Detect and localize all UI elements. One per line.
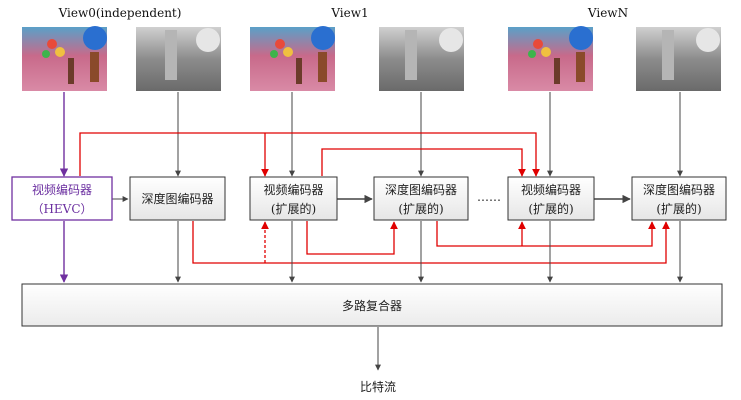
depth-encoder-ext-viewN-box: 深度图编码器 (扩展的): [631, 176, 727, 221]
texture-image-view0: [22, 26, 107, 91]
depth-encoder-base-label: 深度图编码器: [141, 191, 213, 206]
video-encoder-hevc-box: 视频编码器 （HEVC）: [11, 176, 113, 221]
texture-image-view1: [250, 26, 335, 91]
header-view0: View0(independent): [58, 6, 182, 20]
dependency-lines-bottom: [192, 221, 670, 264]
texture-image-viewN: [508, 26, 593, 91]
header-view1: View1: [330, 6, 368, 20]
depth-encoder-ext-viewN-sublabel: (扩展的): [656, 201, 701, 216]
video-encoder-ext-viewN-box: 视频编码器 (扩展的): [507, 176, 595, 221]
multiplexer-box: 多路复合器: [21, 283, 723, 327]
depth-image-view1: [379, 27, 464, 91]
depth-encoder-ext-view1-box: 深度图编码器 (扩展的): [373, 176, 469, 221]
header-viewN: ViewN: [587, 6, 628, 20]
multiplexer-label: 多路复合器: [342, 298, 402, 313]
depth-image-view0: [136, 27, 221, 91]
video-encoder-ext-view1-label: 视频编码器: [263, 182, 323, 197]
depth-encoder-base-box: 深度图编码器: [129, 176, 226, 221]
depth-encoder-ext-view1-sublabel: (扩展的): [398, 201, 443, 216]
depth-encoder-ext-view1-label: 深度图编码器: [385, 182, 457, 197]
depth-encoder-ext-viewN-label: 深度图编码器: [643, 182, 715, 197]
video-encoder-ext-viewN-label: 视频编码器: [521, 182, 581, 197]
ellipsis: ……: [477, 190, 501, 204]
depth-image-viewN: [636, 27, 721, 91]
dependency-lines-top: [79, 132, 540, 177]
bitstream-label: 比特流: [360, 379, 396, 394]
video-encoder-ext-viewN-sublabel: (扩展的): [528, 201, 573, 216]
video-encoder-ext-view1-sublabel: (扩展的): [271, 201, 316, 216]
video-encoder-hevc-sublabel: （HEVC）: [31, 202, 92, 216]
video-encoder-hevc-label: 视频编码器: [32, 182, 92, 197]
video-encoder-ext-view1-box: 视频编码器 (扩展的): [249, 176, 338, 221]
